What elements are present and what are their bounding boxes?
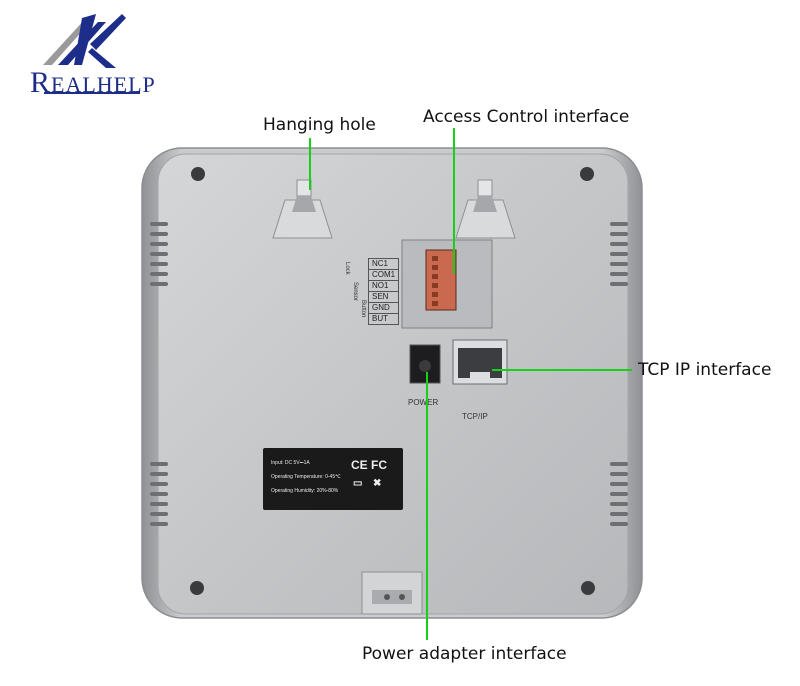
screw-hole-icon — [191, 167, 205, 181]
screw-hole-icon — [580, 167, 594, 181]
logo-initial: R — [30, 66, 52, 99]
leader-hanging-hole — [309, 138, 311, 190]
terminal-group-button: Button — [360, 300, 366, 318]
right-vent-icon — [610, 222, 628, 526]
screw-hole-icon — [581, 581, 595, 595]
device-plate — [157, 153, 629, 615]
tcpip-port-label: TCP/IP — [462, 412, 488, 421]
spec-humidity: Operating Humidity: 20%-80% — [271, 488, 339, 494]
logo-mark-icon — [43, 14, 126, 68]
terminal-group-sensor: Sensor — [352, 282, 358, 302]
pin-gnd: GND — [367, 302, 400, 314]
spec-input: Input: DC 5V⎓1A — [271, 460, 310, 466]
hanging-hole-left-icon — [272, 179, 333, 239]
callout-hanging-hole: Hanging hole — [263, 115, 376, 135]
ce-mark-icon: CE — [351, 458, 368, 472]
device-back-panel — [141, 147, 643, 619]
logo-wordmark: REALHELP — [30, 66, 156, 100]
pin-no1: NO1 — [367, 280, 400, 292]
pin-nc1: NC1 — [367, 258, 400, 270]
power-port-label: POWER — [408, 398, 439, 407]
logo-underline — [44, 92, 140, 94]
recycle-mark-icon: ▭ — [353, 478, 363, 489]
callout-tcp-ip: TCP IP interface — [638, 360, 772, 380]
leader-power-adapter — [426, 372, 428, 640]
spec-sticker: Input: DC 5V⎓1A Operating Temperature: 0… — [263, 448, 403, 510]
callout-power-adapter: Power adapter interface — [362, 644, 567, 664]
hanging-hole-right-icon — [455, 179, 516, 239]
left-vent-icon — [150, 222, 168, 526]
fc-mark-icon: FC — [371, 458, 387, 472]
spec-temperature: Operating Temperature: 0-45℃ — [271, 474, 341, 480]
pin-com1: COM1 — [367, 269, 400, 281]
terminal-block-icon — [425, 249, 457, 311]
screw-hole-icon — [190, 581, 204, 595]
pin-sen: SEN — [367, 291, 400, 303]
weee-bin-icon: ✖ — [373, 478, 382, 489]
callout-access-control: Access Control interface — [423, 107, 630, 127]
leader-access-control — [453, 128, 455, 274]
terminal-pin-table: NC1 COM1 NO1 SEN GND BUT — [367, 258, 400, 325]
leader-tcp-ip — [492, 369, 632, 371]
pin-but: BUT — [367, 313, 400, 325]
bottom-bracket-icon — [361, 571, 423, 615]
terminal-group-lock: Lock — [344, 262, 350, 275]
